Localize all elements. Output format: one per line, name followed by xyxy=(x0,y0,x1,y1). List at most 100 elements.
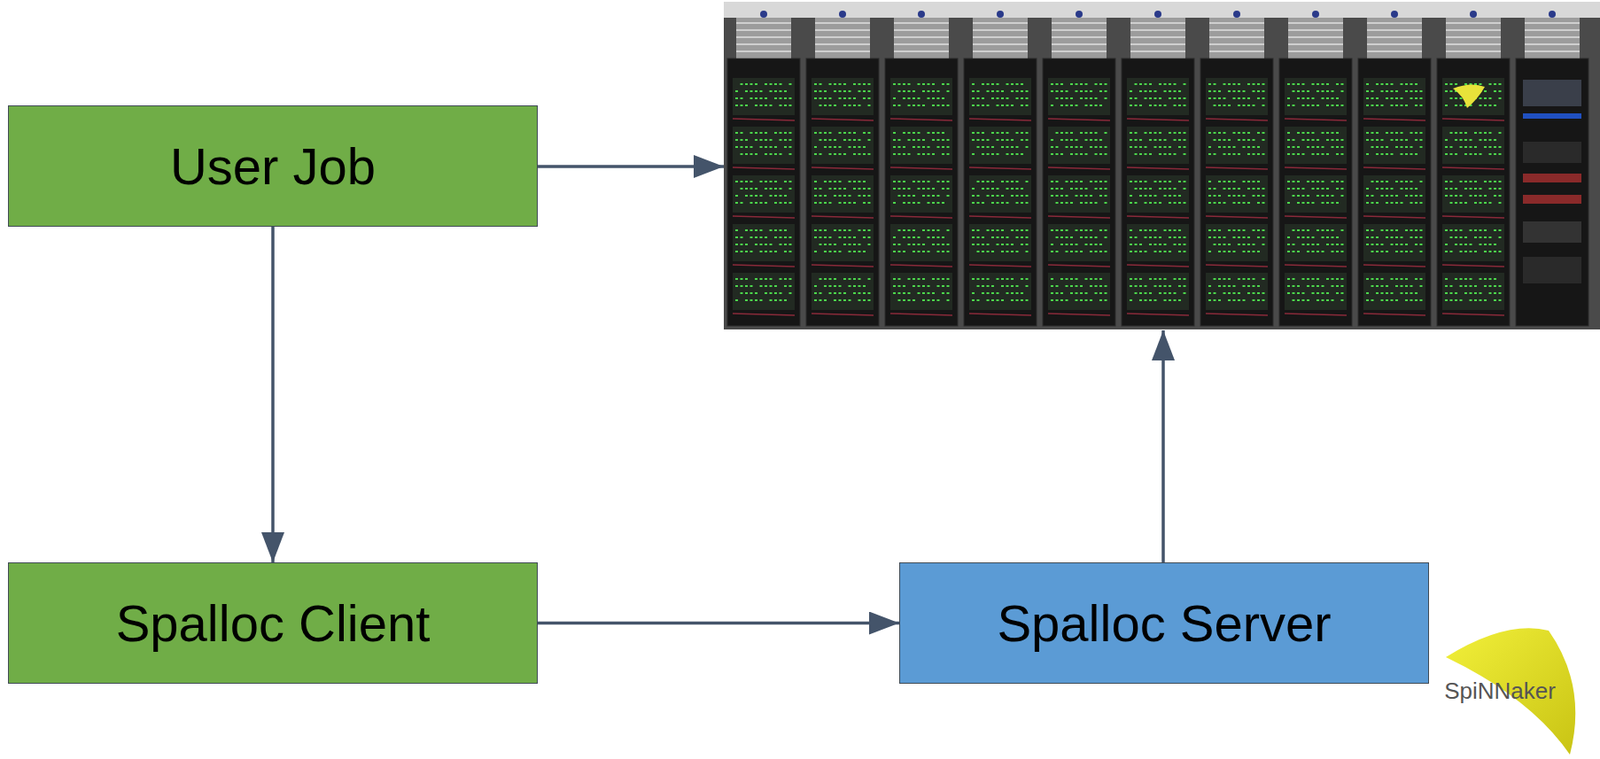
led xyxy=(1444,104,1448,107)
led xyxy=(991,194,995,197)
led xyxy=(1173,104,1177,107)
led xyxy=(1227,292,1231,295)
rack xyxy=(1358,58,1431,327)
led xyxy=(1129,201,1133,204)
led xyxy=(898,187,901,190)
led xyxy=(853,201,856,204)
led xyxy=(735,97,738,100)
led xyxy=(779,153,783,156)
led xyxy=(902,180,906,183)
led xyxy=(1089,278,1093,280)
led xyxy=(1302,201,1305,204)
led xyxy=(1366,132,1369,134)
led xyxy=(932,153,935,156)
led xyxy=(1010,180,1014,183)
rack xyxy=(1042,58,1116,327)
rack xyxy=(1121,58,1195,327)
led xyxy=(1302,90,1305,93)
led xyxy=(1158,146,1162,148)
led xyxy=(843,236,847,239)
led xyxy=(1242,236,1246,239)
led xyxy=(898,194,901,197)
led xyxy=(833,194,837,197)
led xyxy=(1242,243,1246,246)
led xyxy=(838,292,842,295)
led xyxy=(1001,139,1004,141)
led xyxy=(1208,187,1212,190)
led xyxy=(1341,229,1344,232)
led xyxy=(1104,132,1108,134)
led xyxy=(833,229,837,232)
led xyxy=(1390,90,1394,93)
led xyxy=(814,292,817,295)
led xyxy=(1227,153,1231,156)
cable xyxy=(969,167,1032,170)
led xyxy=(745,90,748,93)
led xyxy=(735,243,738,246)
led xyxy=(1016,236,1019,239)
led xyxy=(932,229,935,232)
led xyxy=(1233,236,1236,239)
led xyxy=(1237,229,1241,232)
led xyxy=(1001,104,1004,107)
led xyxy=(868,299,871,302)
led xyxy=(1075,299,1079,302)
led xyxy=(1129,104,1133,107)
board-shelf xyxy=(890,224,953,262)
led xyxy=(769,194,773,197)
led xyxy=(833,104,837,107)
led xyxy=(1227,90,1231,93)
led xyxy=(1242,285,1246,288)
led xyxy=(1381,229,1384,232)
led xyxy=(927,90,931,93)
led xyxy=(1065,201,1069,204)
led xyxy=(1262,187,1266,190)
led xyxy=(1158,139,1162,141)
led xyxy=(1070,97,1073,100)
led xyxy=(829,250,832,253)
led xyxy=(1247,236,1251,239)
led xyxy=(1183,292,1187,295)
led xyxy=(1302,243,1305,246)
led xyxy=(1095,250,1098,253)
led xyxy=(1060,90,1064,93)
led xyxy=(838,187,842,190)
led xyxy=(1065,146,1069,148)
led xyxy=(1306,243,1310,246)
led xyxy=(912,278,916,280)
led xyxy=(1075,250,1079,253)
led xyxy=(1104,180,1108,183)
led xyxy=(1390,132,1394,134)
led xyxy=(740,153,744,156)
led xyxy=(819,201,823,204)
duct-rib xyxy=(1288,43,1344,46)
led xyxy=(833,292,837,295)
board-shelf xyxy=(732,224,795,262)
led xyxy=(769,139,773,141)
led xyxy=(1218,278,1221,280)
led xyxy=(774,236,777,239)
led xyxy=(1025,229,1029,232)
led xyxy=(986,104,990,107)
led xyxy=(1056,83,1059,86)
led xyxy=(779,83,783,86)
led xyxy=(1375,97,1379,100)
led xyxy=(1381,139,1384,141)
led xyxy=(1104,299,1108,302)
led xyxy=(1410,187,1414,190)
led xyxy=(1469,153,1473,156)
led xyxy=(1316,180,1320,183)
led xyxy=(991,83,995,86)
led xyxy=(1371,250,1375,253)
led xyxy=(1010,299,1014,302)
led xyxy=(1173,90,1177,93)
led xyxy=(789,153,793,156)
led xyxy=(868,139,871,141)
led xyxy=(1444,153,1448,156)
led xyxy=(779,292,783,295)
led xyxy=(853,285,856,288)
led xyxy=(1020,187,1024,190)
led xyxy=(1139,83,1142,86)
ceiling-lamp xyxy=(996,10,1004,18)
led xyxy=(1089,299,1093,302)
